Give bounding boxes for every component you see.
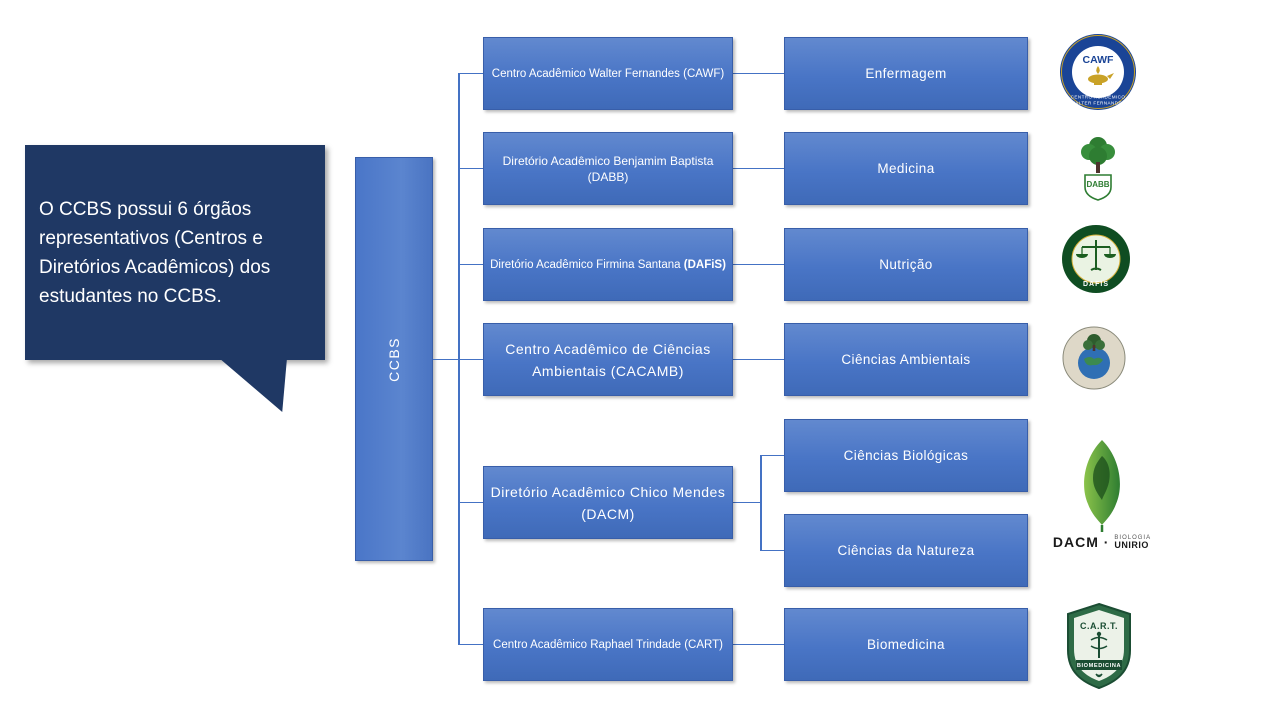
- cawf-logo: CAWF CENTRO ACADÊMICO WALTER FERNANDES: [1059, 32, 1137, 112]
- course-label: Ciências Biológicas: [843, 448, 969, 463]
- svg-text:DABB: DABB: [1086, 180, 1109, 189]
- svg-text:WALTER FERNANDES: WALTER FERNANDES: [1071, 101, 1126, 106]
- dabb-logo-icon: DABB: [1081, 137, 1115, 201]
- unit-box-cacamb: Centro Acadêmico de Ciências Ambientais …: [483, 323, 733, 396]
- unit-box-dacm: Diretório Acadêmico Chico Mendes (DACM): [483, 466, 733, 539]
- svg-text:C.A.R.T.: C.A.R.T.: [1080, 621, 1118, 631]
- course-box-ciencias-da-natureza: Ciências da Natureza: [784, 514, 1028, 587]
- cacamb-logo: [1062, 326, 1126, 390]
- connector-line: [733, 263, 784, 266]
- unit-box-dabb: Diretório Acadêmico Benjamim Baptista (D…: [483, 132, 733, 205]
- course-label: Ciências da Natureza: [837, 543, 975, 558]
- connector-line: [458, 167, 483, 170]
- unit-box-cart: Centro Acadêmico Raphael Trindade (CART): [483, 608, 733, 681]
- callout-tail: [219, 358, 287, 412]
- connector-line: [458, 263, 483, 266]
- course-box-ciencias-ambientais: Ciências Ambientais: [784, 323, 1028, 396]
- connector-line: [733, 167, 784, 170]
- svg-text:CENTRO ACADÊMICO: CENTRO ACADÊMICO: [1071, 93, 1126, 100]
- unit-label-cacamb-line2: Ambientais (CACAMB): [532, 362, 684, 379]
- course-label: Biomedicina: [867, 637, 945, 652]
- unit-label-dafis: Diretório Acadêmico Firmina Santana (DAF…: [490, 257, 726, 273]
- dafis-logo: DAFIS: [1061, 224, 1131, 294]
- dacm-caption: DACM · BIOLOGIA UNIRIO: [1053, 534, 1151, 550]
- svg-text:BIOMEDICINA: BIOMEDICINA: [1077, 663, 1121, 669]
- unit-label-cart: Centro Acadêmico Raphael Trindade (CART): [493, 638, 723, 651]
- root-label: CCBS: [386, 336, 402, 382]
- connector-line-dacm: [733, 501, 761, 504]
- dafis-logo-icon: DAFIS: [1062, 225, 1130, 293]
- unit-label-dabb-line1: Diretório Acadêmico Benjamim Baptista: [502, 153, 714, 168]
- connector-line: [458, 643, 483, 646]
- course-label: Nutrição: [879, 257, 933, 272]
- svg-text:DAFIS: DAFIS: [1083, 281, 1109, 288]
- connector-line: [760, 549, 784, 552]
- connector-line: [760, 454, 784, 457]
- connector-line: [458, 72, 483, 75]
- dacm-sub-caption: BIOLOGIA UNIRIO: [1114, 535, 1151, 550]
- course-box-ciencias-biologicas: Ciências Biológicas: [784, 419, 1028, 492]
- callout-text: O CCBS possui 6 órgãos representativos (…: [39, 198, 271, 307]
- connector-line: [733, 643, 784, 646]
- connector-line: [458, 501, 483, 504]
- cawf-logo-icon: CAWF CENTRO ACADÊMICO WALTER FERNANDES: [1060, 34, 1136, 110]
- course-box-enfermagem: Enfermagem: [784, 37, 1028, 110]
- unit-label-dabb-line2: (DABB): [587, 169, 629, 184]
- dacm-caption-line2: UNIRIO: [1114, 539, 1149, 550]
- course-label: Ciências Ambientais: [841, 352, 971, 367]
- cart-logo-icon: C.A.R.T. BIOMEDICINA: [1067, 602, 1131, 690]
- unit-label-cawf: Centro Acadêmico Walter Fernandes (CAWF): [491, 67, 725, 80]
- dacm-logo: DACM · BIOLOGIA UNIRIO: [1052, 438, 1152, 550]
- unit-label-dafis-bold: (DAFiS): [683, 258, 726, 271]
- course-box-medicina: Medicina: [784, 132, 1028, 205]
- dacm-acronym: DACM ·: [1052, 534, 1110, 550]
- callout-bubble: O CCBS possui 6 órgãos representativos (…: [25, 145, 325, 360]
- course-label: Enfermagem: [865, 66, 947, 81]
- dabb-logo: DABB: [1068, 133, 1128, 201]
- dacm-leaf-icon: [1084, 440, 1120, 532]
- course-label: Medicina: [877, 161, 935, 176]
- connector-line: [733, 358, 784, 361]
- unit-label-cacamb-line1: Centro Acadêmico de Ciências: [505, 340, 711, 357]
- course-box-nutricao: Nutrição: [784, 228, 1028, 301]
- unit-label-dacm-line1: Diretório Acadêmico Chico Mendes: [490, 483, 726, 500]
- unit-box-dafis: Diretório Acadêmico Firmina Santana (DAF…: [483, 228, 733, 301]
- unit-box-cawf: Centro Acadêmico Walter Fernandes (CAWF): [483, 37, 733, 110]
- connector-line: [733, 72, 784, 75]
- unit-label-dacm-line2: (DACM): [581, 505, 635, 522]
- svg-text:CAWF: CAWF: [1083, 54, 1114, 66]
- connector-line-root: [433, 358, 483, 361]
- root-node-ccbs: CCBS: [355, 157, 433, 561]
- cart-logo: C.A.R.T. BIOMEDICINA: [1064, 602, 1134, 690]
- unit-label-dafis-prefix: Diretório Acadêmico Firmina Santana: [490, 258, 684, 271]
- dacm-caption-line1: BIOLOGIA: [1114, 534, 1152, 541]
- connector-branch-dacm: [760, 454, 762, 552]
- course-box-biomedicina: Biomedicina: [784, 608, 1028, 681]
- cacamb-logo-icon: [1062, 326, 1126, 390]
